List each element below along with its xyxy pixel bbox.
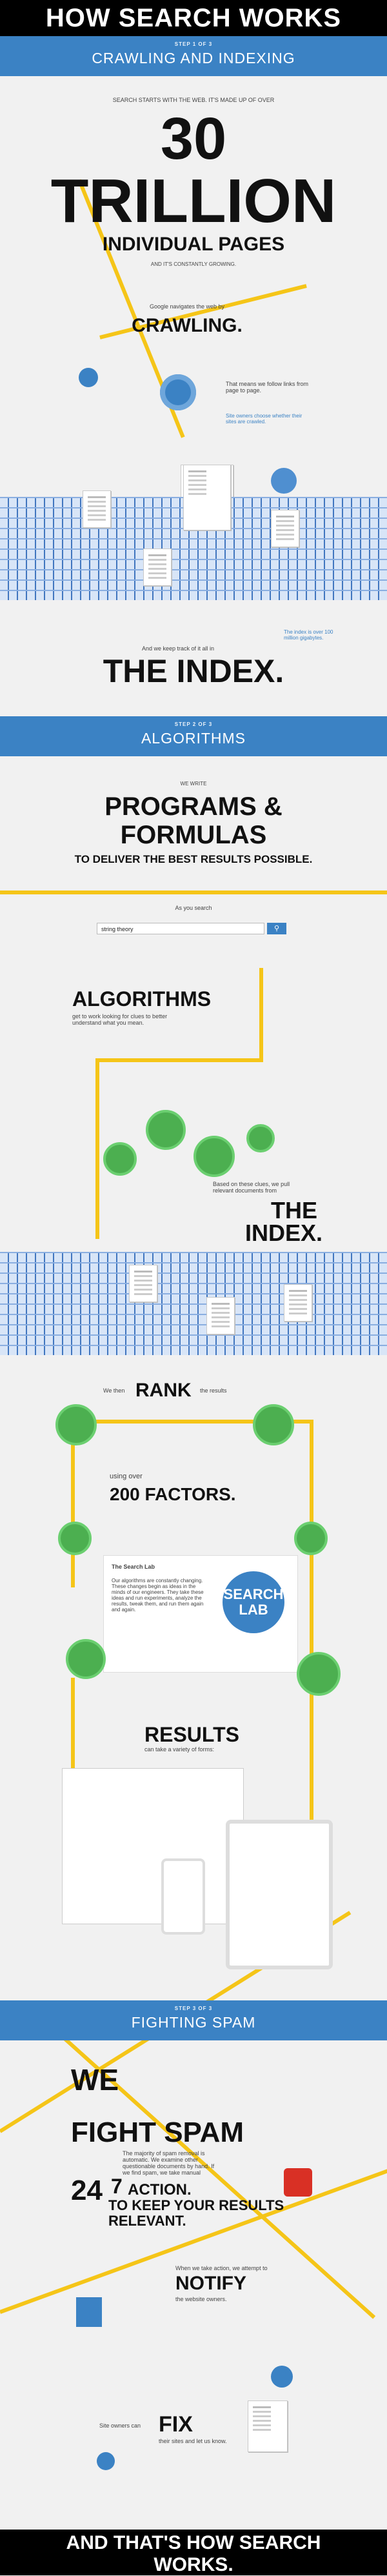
trillion-heading: TRILLION (50, 166, 337, 236)
search-button[interactable]: ⚲ (267, 923, 286, 934)
crawling-word: CRAWLING. (132, 315, 243, 336)
we-write-text: WE WRITE (180, 781, 207, 787)
section-bar-spam: STEP 3 OF 3 FIGHTING SPAM (0, 2000, 387, 2040)
notify-desc: the website owners. (175, 2296, 227, 2302)
step-label: STEP 1 OF 3 (174, 41, 213, 47)
growing-text: AND IT'S CONSTANTLY GROWING. (150, 261, 237, 267)
as-you-search-text: As you search (175, 905, 212, 911)
document-icon (248, 2400, 288, 2452)
rank-node (294, 1522, 328, 1555)
notify-intro: When we take action, we attempt to (175, 2265, 268, 2271)
fix-heading: FIX (159, 2412, 193, 2437)
fix-desc: their sites and let us know. (159, 2438, 227, 2444)
section-title: CRAWLING AND INDEXING (92, 50, 295, 66)
based-on-text: Based on these clues, we pull relevant d… (213, 1181, 290, 1194)
section-title: ALGORITHMS (141, 730, 246, 747)
results-heading: RESULTS (144, 1723, 239, 1746)
formulas-heading: FORMULAS (120, 821, 267, 849)
spam-desc: The majority of spam removal is automati… (123, 2150, 215, 2176)
using-over-text: using over (110, 1473, 143, 1480)
rank-node (58, 1522, 92, 1555)
algorithms-heading: ALGORITHMS (72, 987, 212, 1011)
we-then-text: We then (103, 1387, 125, 1394)
deliver-text: TO DELIVER THE BEST RESULTS POSSIBLE. (74, 853, 313, 865)
document-icon (83, 490, 111, 528)
globe-icon (160, 374, 196, 410)
lab-badge-line2: LAB (239, 1602, 268, 1618)
spam-icon (284, 2168, 312, 2197)
clue-node (103, 1142, 137, 1176)
document-icon (284, 1284, 312, 1322)
owners-can-text: Site owners can (99, 2422, 141, 2429)
step-label: STEP 2 OF 3 (174, 721, 213, 727)
fight-spam-heading: FIGHT SPAM (71, 2117, 244, 2148)
keep-relevant-heading: TO KEEP YOUR RESULTS RELEVANT. (108, 2197, 284, 2229)
index-heading: THE INDEX. (103, 653, 284, 689)
factors-heading: 200 FACTORS. (110, 1484, 236, 1504)
rank-node (253, 1404, 294, 1445)
document-icon (183, 465, 231, 530)
navigates-text: Google navigates the web by (149, 303, 225, 310)
seven-heading: 7 (111, 2175, 123, 2198)
the-heading: THE (271, 1197, 317, 1223)
index-note: The index is over 100 million gigabytes. (284, 629, 333, 641)
index-band (0, 1252, 387, 1355)
document-icon (206, 1297, 235, 1334)
follow-text: That means we follow links from page to … (226, 381, 309, 394)
search-icon: ⚲ (273, 925, 280, 932)
keep-track-text: And we keep track of it all in (142, 645, 215, 652)
action-heading: ACTION. (128, 2181, 192, 2199)
twenty-four-heading: 24 (71, 2175, 103, 2206)
search-lab-badge: SEARCH LAB (223, 1571, 284, 1633)
globe-icon (271, 468, 297, 494)
lab-badge-line1: SEARCH (223, 1586, 284, 1602)
results-text: the results (200, 1387, 227, 1394)
section-bar-crawling: STEP 1 OF 3 CRAWLING AND INDEXING (0, 36, 387, 76)
tablet-results-mockup (226, 1820, 333, 1969)
clue-node (194, 1136, 235, 1177)
action-box-icon (76, 2297, 102, 2327)
step-label: STEP 3 OF 3 (174, 2006, 213, 2011)
footer: AND THAT'S HOW SEARCH WORKS. (0, 2530, 387, 2575)
rank-heading: RANK (135, 1380, 192, 1401)
big-number: 30 (160, 106, 227, 172)
clue-node (146, 1110, 186, 1150)
document-icon (143, 548, 172, 586)
globe-icon (79, 368, 98, 387)
rank-node (297, 1652, 341, 1696)
phone-results-mockup (161, 1858, 205, 1935)
results-desc: can take a variety of forms: (144, 1746, 215, 1753)
section-bar-algorithms: STEP 2 OF 3 ALGORITHMS (0, 716, 387, 756)
page-title: HOW SEARCH WORKS (0, 0, 387, 36)
lab-desc: Our algorithms are constantly changing. … (112, 1578, 204, 1613)
footer-line2: WORKS. (154, 2554, 233, 2575)
pages-heading: INDIVIDUAL PAGES (102, 234, 285, 255)
section-title: FIGHTING SPAM (131, 2014, 256, 2031)
rank-node (55, 1404, 97, 1445)
algorithms-desc: get to work looking for clues to better … (72, 1013, 168, 1026)
desktop-results-mockup (62, 1768, 244, 1924)
search-lab-card: The Search Lab Our algorithms are consta… (103, 1555, 298, 1673)
we-heading: WE (71, 2063, 119, 2097)
search-input[interactable]: string theory (97, 923, 264, 934)
rank-node (66, 1639, 106, 1679)
globe-icon (271, 2366, 293, 2388)
footer-line1: AND THAT'S HOW SEARCH (66, 2532, 321, 2553)
index-heading-2: INDEX. (245, 1220, 323, 1246)
document-icon (271, 510, 299, 547)
clue-node (246, 1124, 275, 1152)
lab-title: The Search Lab (112, 1564, 155, 1570)
owners-note: Site owners choose whether their sites a… (226, 413, 303, 425)
notify-heading: NOTIFY (175, 2273, 246, 2294)
globe-icon (97, 2452, 115, 2470)
programs-heading: PROGRAMS & (104, 792, 283, 821)
document-icon (129, 1265, 157, 1302)
intro-text: SEARCH STARTS WITH THE WEB. IT'S MADE UP… (112, 97, 275, 103)
